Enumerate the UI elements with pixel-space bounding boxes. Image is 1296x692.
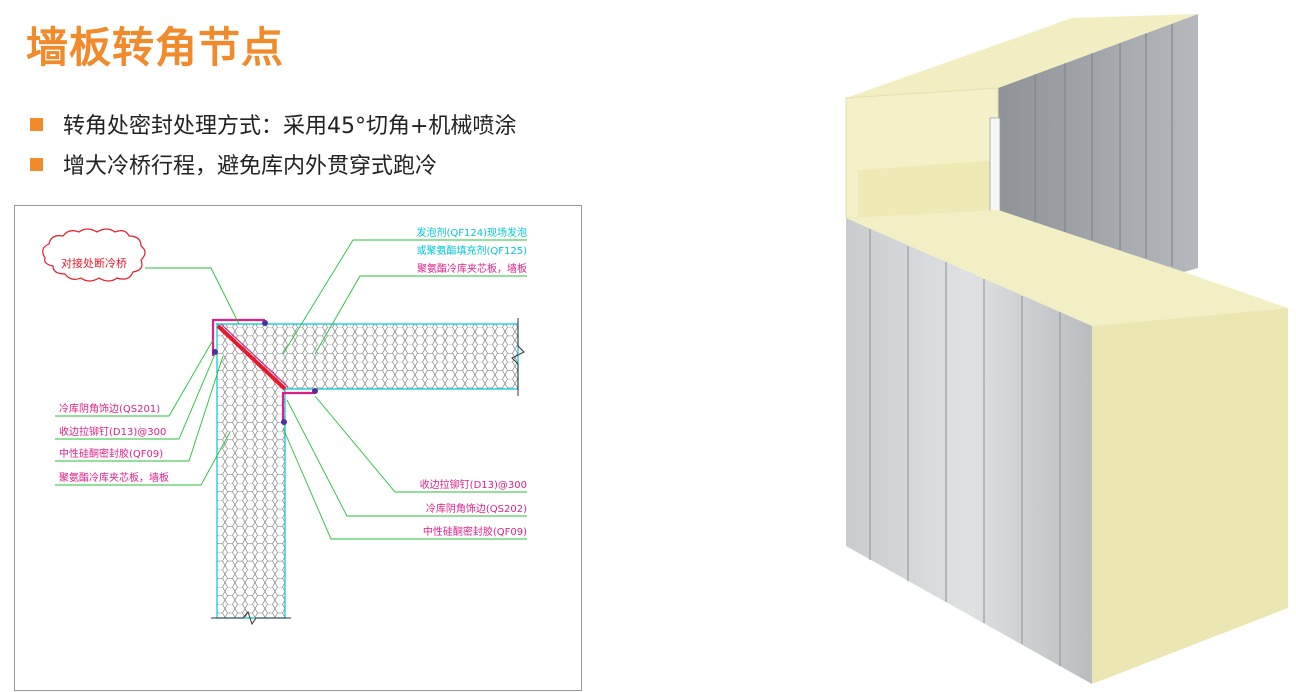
break-line-bottom: [211, 610, 291, 626]
front-panel-foam-side: [1092, 308, 1288, 684]
label-sealant-right: 中性硅酮密封胶(QF09): [423, 525, 527, 538]
label-trim-qs201: 冷库阴角饰边(QS201): [59, 402, 160, 415]
square-bullet-icon: [30, 157, 43, 171]
label-wall-panel-top: 聚氨酯冷库夹芯板，墙板: [417, 262, 527, 275]
bullet-text: 转角处密封处理方式：采用45°切角+机械喷涂: [63, 114, 517, 139]
page-title: 墙板转角节点: [26, 23, 285, 72]
bullet-text: 增大冷桥行程，避免库内外贯穿式跑冷: [63, 154, 438, 179]
joint-foam-step: [858, 160, 998, 218]
outer-corner-trim: [211, 318, 265, 356]
rivet: [281, 419, 287, 425]
bullet-item: 转角处密封处理方式：采用45°切角+机械喷涂: [30, 104, 516, 144]
rivet: [212, 349, 218, 355]
label-filler: 或聚氨酯填充剂(QF125): [416, 244, 527, 257]
bullet-item: 增大冷桥行程，避免库内外贯穿式跑冷: [30, 144, 516, 184]
label-rivet-left: 收边拉铆钉(D13)@300: [59, 425, 166, 438]
rivet: [262, 320, 268, 326]
front-panel-ribs: [869, 229, 1061, 666]
label-rivet-right: 收边拉铆钉(D13)@300: [420, 478, 527, 491]
corner-trim-strip: [989, 117, 1001, 215]
back-wall-foam-top: [846, 14, 1198, 98]
label-sealant-left: 中性硅酮密封胶(QF09): [59, 447, 163, 460]
rivet: [312, 388, 318, 394]
corner-detail-drawing: 对接处断冷桥 发泡剂(QF124)现场发泡 或聚氨酯填充剂(QF125) 聚氨酯…: [14, 205, 582, 691]
square-bullet-icon: [30, 117, 43, 131]
corner-seal: [220, 323, 289, 388]
label-foam-agent: 发泡剂(QF124)现场发泡: [416, 226, 527, 239]
break-line-right: [511, 318, 525, 396]
back-wall-face: [998, 14, 1198, 272]
cloud-note-text: 对接处断冷桥: [61, 256, 127, 270]
back-wall-ribs: [1034, 24, 1173, 266]
inner-corner-trim: [281, 391, 315, 424]
bullet-list: 转角处密封处理方式：采用45°切角+机械喷涂 增大冷桥行程，避免库内外贯穿式跑冷: [30, 104, 516, 184]
corner-detail-svg: 对接处断冷桥 发泡剂(QF124)现场发泡 或聚氨酯填充剂(QF125) 聚氨酯…: [42, 226, 527, 626]
leader-lines: [55, 239, 527, 540]
front-panel-foam-top: [846, 210, 1288, 326]
3d-corner-render: [845, 14, 1288, 684]
label-trim-qs202: 冷库阴角饰边(QS202): [426, 502, 527, 515]
corner-cut-joint: [216, 324, 287, 391]
label-wall-panel-left: 聚氨酯冷库夹芯板，墙板: [59, 471, 169, 484]
cloud-note-outline: [42, 228, 146, 282]
